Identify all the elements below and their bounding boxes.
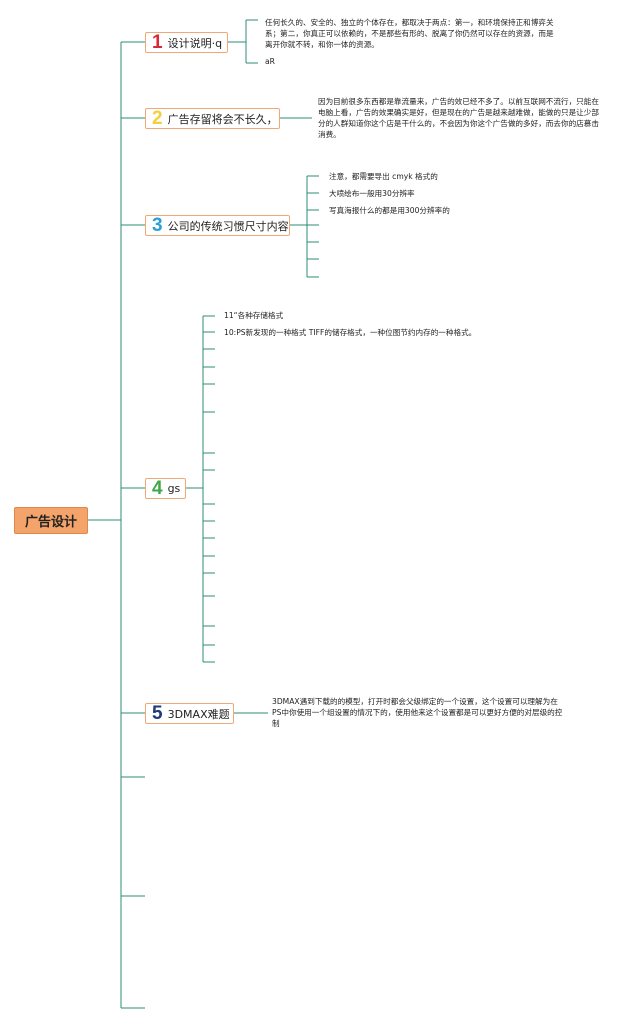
branch-2-label: 广告存留将会不长久，	[167, 112, 278, 126]
branch-1-note-1: 任何长久的、安全的、独立的个体存在，都取决于两点：第一，和环境保持正和博弈关系；…	[265, 18, 554, 49]
branch-1-note-2: aR	[265, 57, 275, 66]
branch-5-note: 3DMAX遇到下载的的模型，打开时都会父级绑定的一个设置，这个设置可以理解为在P…	[272, 697, 563, 728]
branch-5-label: 3DMAX难题	[167, 707, 230, 721]
branch-4-note-2: 10:PS新发现的一种格式 TIFF的储存格式，一种位图节约内存的一种格式。	[224, 328, 477, 337]
branch-2-note: 因为目前很多东西都是靠流量来，广告的效已经不多了。以前互联网不流行，只能在电脑上…	[318, 97, 599, 139]
branch-2-number: 2	[152, 108, 163, 129]
branch-1-label: 设计说明·q	[167, 36, 223, 50]
branch-5-number: 5	[152, 703, 163, 724]
branch-4-node[interactable]: 4 gs	[145, 478, 186, 499]
branch-3-node[interactable]: 3 公司的传统习惯尺寸内容	[145, 215, 290, 236]
branch-4-number: 4	[152, 478, 163, 499]
branch-1-number: 1	[152, 32, 163, 53]
branch-4-note-1: 11“各种存储格式	[224, 311, 284, 320]
branch-3-label: 公司的传统习惯尺寸内容	[167, 219, 289, 233]
branch-2-node[interactable]: 2 广告存留将会不长久，	[145, 108, 280, 129]
root-node[interactable]: 广告设计	[14, 507, 88, 534]
branch-3-note-1: 注意，都需要导出 cmyk 格式的	[329, 172, 438, 181]
branch-3-number: 3	[152, 215, 163, 236]
branch-3-note-3: 写真海报什么的都是用300分辨率的	[329, 206, 450, 215]
branch-4-label: gs	[167, 482, 181, 495]
branch-1-node[interactable]: 1 设计说明·q	[145, 32, 228, 53]
branch-5-node[interactable]: 5 3DMAX难题	[145, 703, 234, 724]
branch-3-note-2: 大喷绘布一般用30分辨率	[329, 189, 415, 198]
